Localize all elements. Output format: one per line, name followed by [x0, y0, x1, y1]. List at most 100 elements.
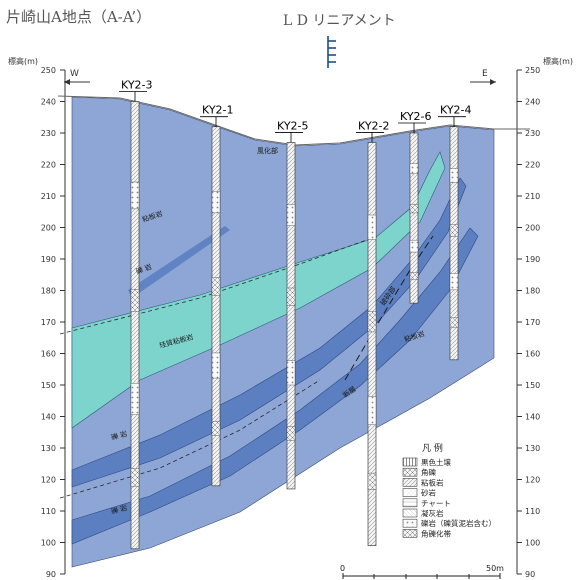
borehole-segment	[211, 277, 221, 296]
borehole-segment	[409, 163, 419, 175]
left-tick-label: 180	[41, 287, 56, 296]
scale-end: 50m	[486, 564, 504, 573]
legend-label: 凝灰岩	[421, 508, 444, 518]
legend-item: 角礫	[402, 467, 436, 477]
left-tick-label: 250	[41, 66, 56, 75]
label-weathered: 風化部	[257, 146, 278, 155]
legend-label: 粘板岩	[421, 477, 444, 487]
borehole-segment	[367, 214, 377, 240]
legend-label: 角礫	[421, 467, 436, 477]
left-tick-label: 200	[41, 224, 56, 233]
left-tick-label: 120	[41, 476, 56, 485]
right-tick-label: 140	[525, 413, 540, 422]
borehole-segment	[409, 204, 419, 214]
boundary-dashed-1	[59, 237, 373, 335]
boundary-dashed-2	[59, 379, 321, 499]
left-tick-label: 240	[41, 98, 56, 107]
legend-swatch	[402, 488, 418, 497]
legend-title: 凡 例	[422, 442, 443, 454]
right-tick-label: 110	[525, 507, 540, 516]
borehole-name: KY2-4	[440, 104, 472, 117]
west-label: W	[70, 69, 79, 79]
legend-item: 粘板岩	[402, 477, 444, 487]
legend-swatch	[402, 498, 418, 508]
borehole-segment	[449, 224, 459, 237]
borehole-segment	[367, 311, 377, 333]
legend-item: チャート	[402, 498, 451, 508]
scale-start: 0	[340, 564, 345, 573]
west-arrow: W	[64, 69, 90, 85]
east-label: E	[482, 69, 488, 79]
right-tick-label: 120	[525, 476, 540, 485]
borehole-segment	[449, 168, 459, 183]
legend-label: チャート	[421, 499, 451, 508]
borehole-name: KY2-5	[277, 119, 309, 132]
legend-swatch	[402, 457, 418, 467]
borehole-name: KY2-2	[358, 119, 390, 132]
ground-surface	[57, 95, 530, 146]
left-axis-unit: 標高(m)	[8, 56, 38, 66]
legend-item: 凝灰岩	[402, 508, 444, 518]
legend-swatch	[402, 508, 418, 518]
scale-bar: 0 50m	[340, 564, 504, 579]
tuffaceous-slate-band	[71, 151, 446, 429]
legend-swatch	[402, 529, 418, 538]
borehole-ky2-5: KY2-5	[275, 119, 309, 490]
borehole-segment	[449, 273, 459, 291]
borehole-segment	[286, 204, 296, 226]
right-axis-unit: 標高(m)	[543, 56, 573, 66]
legend-swatch	[402, 478, 418, 487]
right-tick-label: 90	[525, 570, 535, 579]
left-tick-label: 110	[41, 507, 56, 516]
left-tick-label: 170	[41, 318, 56, 327]
right-tick-label: 180	[525, 287, 540, 296]
east-arrow: E	[470, 69, 496, 85]
left-tick-label: 210	[41, 192, 56, 201]
borehole-segment	[130, 289, 140, 312]
lineament-label: L D リニアメント	[283, 13, 396, 29]
borehole-ky2-4: KY2-4	[438, 104, 472, 361]
borehole-segment	[367, 472, 377, 490]
legend-item: 角礫化帯	[402, 528, 451, 538]
label-conglomerate-lower: 礫 岩	[110, 503, 128, 516]
borehole-segment	[286, 287, 296, 306]
legend-label: 黒色土壌	[421, 457, 451, 467]
conglomerate-upper-layer	[128, 226, 230, 298]
left-tick-label: 190	[41, 255, 56, 264]
borehole-name: KY2-1	[202, 104, 234, 117]
left-tick-label: 150	[41, 381, 56, 390]
right-tick-label: 220	[525, 161, 540, 170]
legend-label: 砂岩	[421, 488, 436, 498]
right-axis-ticks: 2502402302202102001901801701601501401301…	[517, 66, 540, 579]
borehole-segment	[286, 360, 296, 386]
right-tick-label: 210	[525, 192, 540, 201]
right-tick-label: 250	[525, 66, 540, 75]
figure-title: 片崎山A地点（A-A’）	[6, 8, 152, 26]
borehole-ky2-2: KY2-2	[356, 119, 390, 547]
right-tick-label: 170	[525, 318, 540, 327]
geology-body	[57, 95, 530, 568]
borehole-segment	[409, 272, 419, 280]
legend-label: 角礫化帯	[421, 528, 451, 538]
borehole-ky2-3: KY2-3	[119, 79, 153, 550]
right-tick-label: 230	[525, 129, 540, 138]
left-tick-label: 130	[41, 444, 56, 453]
right-tick-label: 150	[525, 381, 540, 390]
legend-swatch	[402, 467, 418, 477]
right-tick-label: 130	[525, 444, 540, 453]
legend-item: 礫岩（礫質泥岩含む）	[402, 518, 496, 528]
legend-item: 砂岩	[402, 488, 436, 498]
conglomerate-lower-band	[71, 227, 479, 545]
label-conglomerate-mid: 礫 岩	[110, 429, 128, 442]
borehole-segment	[130, 468, 140, 487]
borehole-name: KY2-6	[400, 110, 432, 123]
right-tick-label: 200	[525, 224, 540, 233]
borehole-segment	[211, 191, 221, 214]
borehole-ky2-6: KY2-6	[398, 110, 432, 304]
left-tick-label: 160	[41, 350, 56, 359]
right-tick-label: 100	[525, 539, 540, 548]
right-tick-label: 240	[525, 98, 540, 107]
